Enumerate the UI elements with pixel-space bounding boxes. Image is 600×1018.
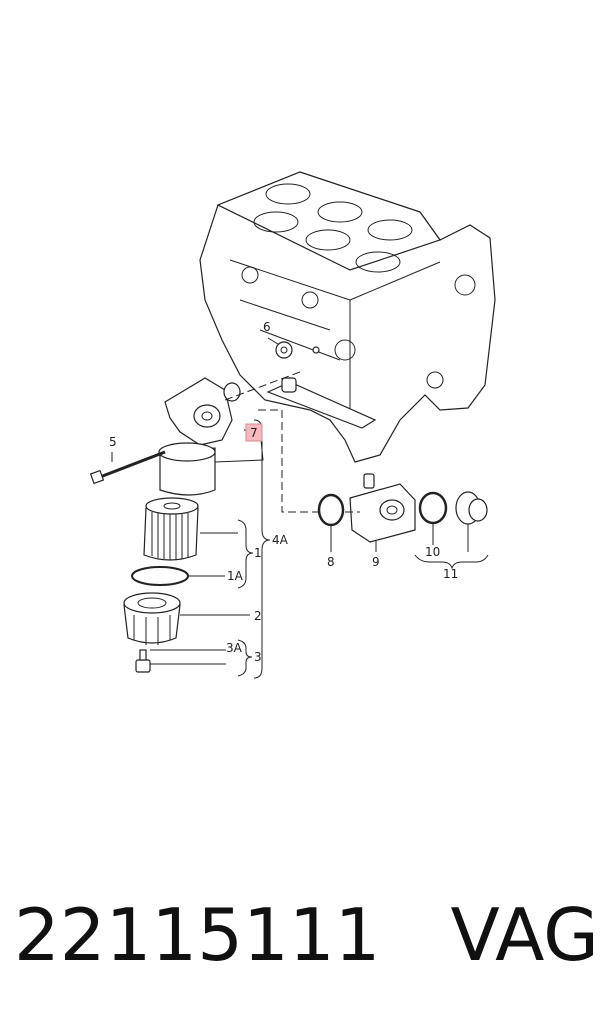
filter-cap [123, 592, 181, 645]
oil-filter-housing [158, 377, 241, 496]
parts-diagram: 1 1A 2 3 3A 4A 5 6 7 8 9 10 11 [89, 171, 496, 679]
seal-8 [317, 493, 345, 527]
callout-8: 8 [327, 555, 335, 569]
part-number: 22115111 [14, 893, 381, 977]
plug-11 [455, 491, 488, 525]
callout-3: 3 [254, 650, 262, 664]
callout-3a: 3A [226, 641, 243, 655]
drain-plug [135, 649, 151, 673]
callout-6: 6 [263, 320, 271, 334]
callout-1a: 1A [227, 569, 244, 583]
brand-name: VAG [450, 893, 599, 977]
o-ring-1a [131, 566, 189, 586]
callout-11: 11 [443, 567, 458, 581]
part-5-bolt [89, 450, 166, 485]
seal-10 [418, 491, 448, 525]
filter-element [143, 497, 199, 561]
callout-7: 7 [250, 426, 258, 440]
callout-9: 9 [372, 555, 380, 569]
callout-5: 5 [109, 435, 117, 449]
callout-4a: 4A [272, 533, 289, 547]
oil-cooler [349, 473, 416, 543]
part-6-plug [267, 337, 320, 359]
callout-7-highlight [245, 423, 263, 442]
callout-10: 10 [425, 545, 440, 559]
engine-block [199, 171, 496, 463]
callout-1: 1 [254, 546, 262, 560]
footer: 22115111 VAG [14, 890, 599, 980]
callout-2: 2 [254, 609, 262, 623]
